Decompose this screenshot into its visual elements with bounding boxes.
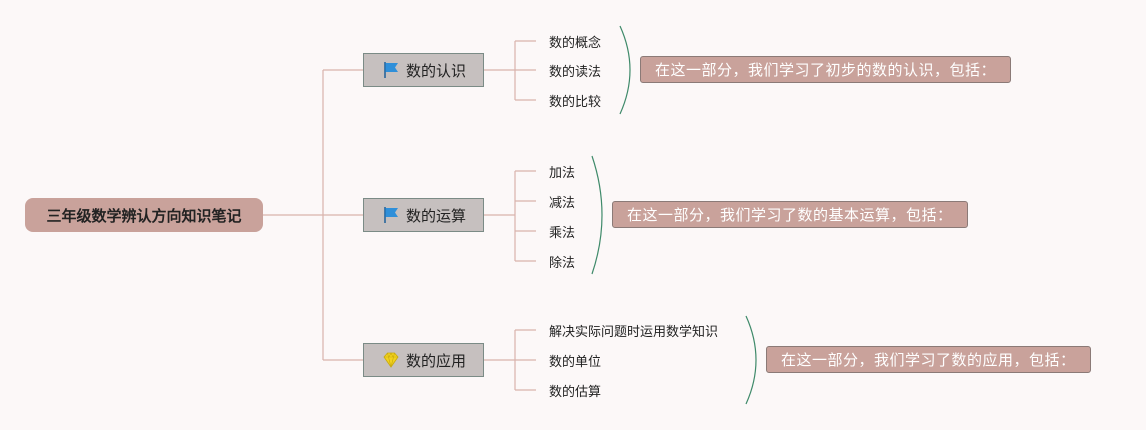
root-title: 三年级数学辨认方向知识笔记: [46, 206, 242, 225]
leaf-label: 减法: [549, 195, 576, 211]
flag-icon: [381, 60, 401, 80]
leaf-label: 数的估算: [549, 384, 602, 400]
list-item[interactable]: 加法: [549, 161, 575, 181]
list-item[interactable]: 数的估算: [549, 380, 601, 400]
list-item[interactable]: 数的概念: [549, 31, 601, 51]
leaf-label: 数的概念: [549, 35, 602, 51]
branch-node-3[interactable]: 数的应用: [363, 343, 484, 377]
summary-node-2[interactable]: 在这一部分，我们学习了数的基本运算，包括：: [612, 201, 968, 228]
flag-icon: [381, 205, 401, 225]
branch-1-leaf-connectors: [515, 40, 536, 101]
summary-text: 在这一部分，我们学习了数的应用，包括：: [781, 351, 1076, 369]
summary-node-1[interactable]: 在这一部分，我们学习了初步的数的认识，包括：: [640, 56, 1012, 83]
list-item[interactable]: 乘法: [549, 221, 575, 241]
list-item[interactable]: 减法: [549, 191, 575, 211]
leaf-label: 数的单位: [549, 354, 602, 370]
diamond-icon: [381, 350, 401, 370]
branch-node-2[interactable]: 数的运算: [363, 198, 484, 232]
summary-text: 在这一部分，我们学习了初步的数的认识，包括：: [655, 61, 997, 79]
leaf-label: 数的比较: [549, 94, 602, 110]
list-item[interactable]: 数的单位: [549, 350, 601, 370]
leaf-label: 乘法: [549, 225, 576, 241]
branch-node-1[interactable]: 数的认识: [363, 53, 484, 87]
branch-label: 数的认识: [405, 61, 466, 80]
summary-node-3[interactable]: 在这一部分，我们学习了数的应用，包括：: [766, 346, 1091, 373]
leaf-label: 加法: [549, 165, 576, 181]
leaf-label: 除法: [549, 255, 576, 271]
summary-text: 在这一部分，我们学习了数的基本运算，包括：: [627, 206, 953, 224]
list-item[interactable]: 除法: [549, 251, 575, 271]
leaf-label: 数的读法: [549, 64, 602, 80]
branch-label: 数的运算: [405, 206, 466, 225]
list-item[interactable]: 数的比较: [549, 90, 601, 110]
bracket-3: [745, 315, 757, 405]
bracket-1: [619, 25, 631, 115]
branch-label: 数的应用: [405, 351, 466, 370]
branch-3-leaf-connectors: [515, 329, 536, 391]
leaf-label: 解决实际问题时运用数学知识: [549, 324, 719, 340]
root-node[interactable]: 三年级数学辨认方向知识笔记: [25, 198, 263, 232]
list-item[interactable]: 解决实际问题时运用数学知识: [549, 320, 718, 340]
list-item[interactable]: 数的读法: [549, 60, 601, 80]
bracket-2: [591, 155, 603, 275]
branch-2-leaf-connectors: [515, 170, 536, 262]
